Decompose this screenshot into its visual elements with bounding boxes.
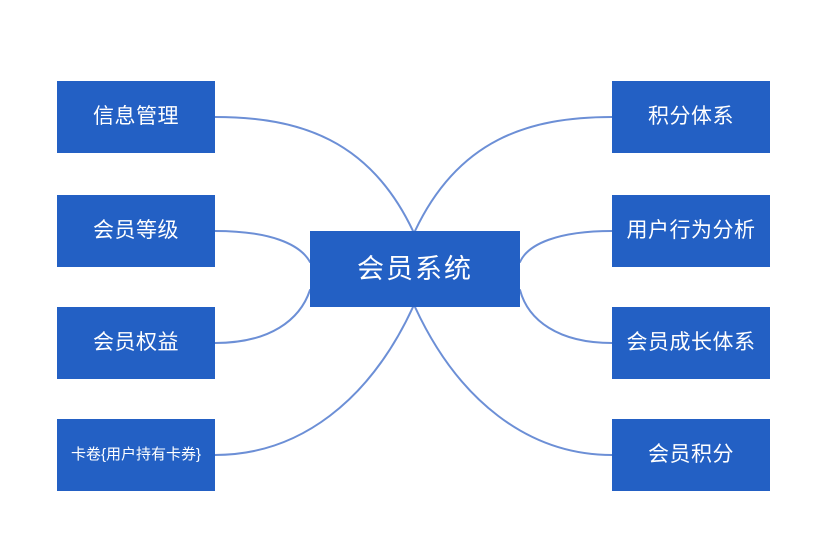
node-right-4[interactable]: 会员积分 xyxy=(612,419,770,491)
edge-right-2 xyxy=(519,230,613,263)
node-left-2[interactable]: 会员等级 xyxy=(57,195,215,267)
node-right-2[interactable]: 用户行为分析 xyxy=(612,195,770,267)
node-right-1[interactable]: 积分体系 xyxy=(612,81,770,153)
edge-right-1 xyxy=(414,116,613,232)
edge-right-3 xyxy=(519,289,613,344)
node-left-3[interactable]: 会员权益 xyxy=(57,307,215,379)
node-right-2-label: 用户行为分析 xyxy=(626,219,756,243)
node-left-1-label: 信息管理 xyxy=(93,105,179,129)
edge-left-4 xyxy=(214,306,414,456)
node-left-4-label: 卡卷{用户持有卡券} xyxy=(70,446,202,463)
node-right-3-label: 会员成长体系 xyxy=(626,331,756,355)
node-left-1[interactable]: 信息管理 xyxy=(57,81,215,153)
node-left-2-label: 会员等级 xyxy=(93,219,179,243)
edge-left-3 xyxy=(214,289,311,344)
node-right-3[interactable]: 会员成长体系 xyxy=(612,307,770,379)
node-right-1-label: 积分体系 xyxy=(648,105,734,129)
edge-right-4 xyxy=(414,306,613,456)
node-left-4[interactable]: 卡卷{用户持有卡券} xyxy=(57,419,215,491)
node-right-4-label: 会员积分 xyxy=(648,443,734,467)
node-center[interactable]: 会员系统 xyxy=(310,231,520,307)
edge-left-2 xyxy=(214,230,311,263)
edge-left-1 xyxy=(214,116,414,232)
node-left-3-label: 会员权益 xyxy=(93,331,179,355)
node-center-label: 会员系统 xyxy=(357,253,473,284)
